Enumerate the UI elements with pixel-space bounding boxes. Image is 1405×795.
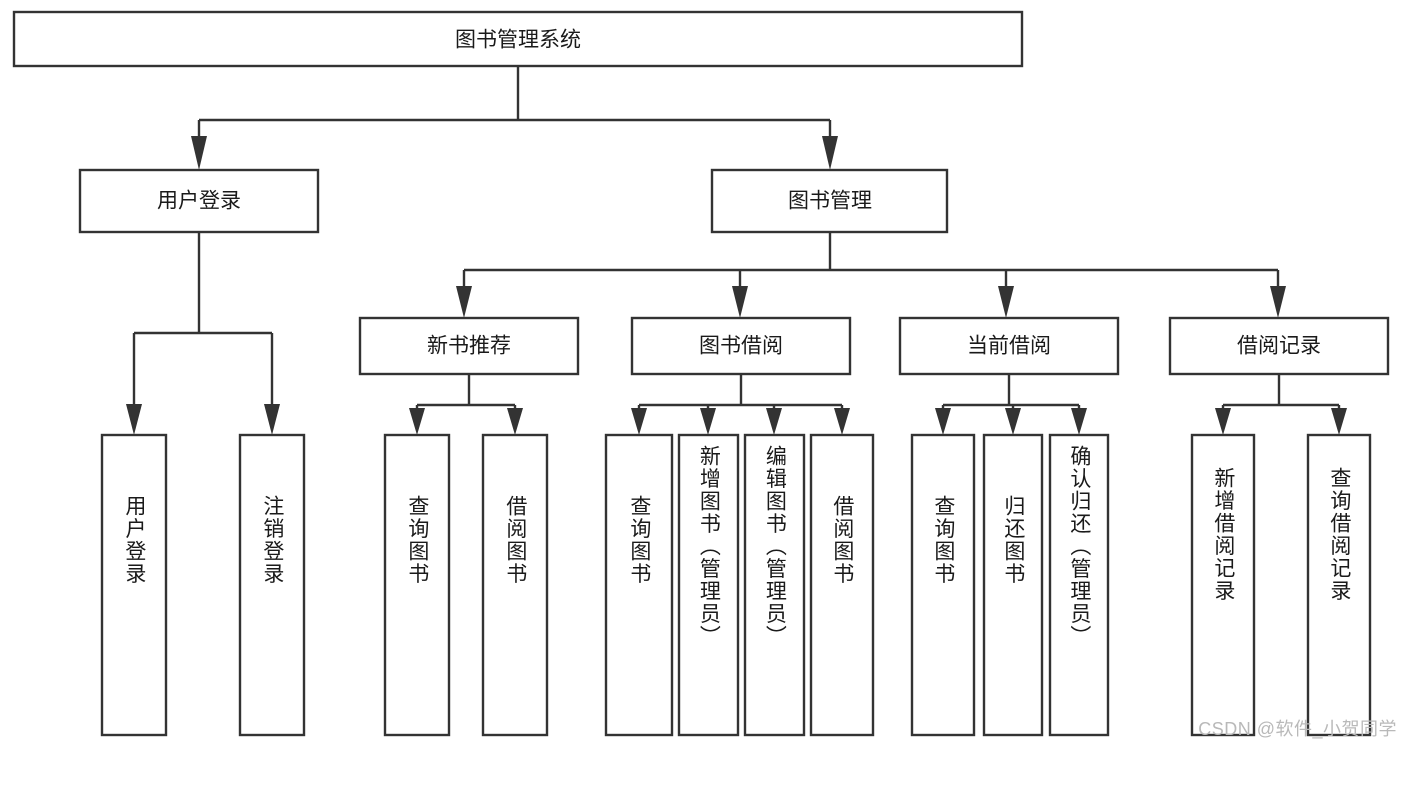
arrow-head-book-borrow [732, 286, 748, 318]
node-new-book-recommend-label: 新书推荐 [427, 335, 511, 358]
node-leaf-query-borrow-record-box[interactable] [1306, 433, 1372, 737]
arrow-head-leaf-user-login [126, 404, 142, 435]
node-book-borrow-label: 图书借阅 [699, 335, 783, 358]
node-new-book-recommend-box[interactable] [358, 316, 580, 376]
arrow-head-leaf-borrow-book-recommend [507, 408, 523, 435]
node-root-label: 图书管理系统 [455, 29, 581, 52]
arrow-head-leaf-edit-book-admin [766, 408, 782, 435]
node-book-borrow-box[interactable] [630, 316, 852, 376]
connector-group-user-login [126, 232, 280, 435]
arrow-head-new-book-recommend [456, 286, 472, 318]
node-user-login-label: 用户登录 [157, 190, 241, 213]
arrow-head-leaf-add-book-admin [700, 408, 716, 435]
node-current-borrow-box[interactable] [898, 316, 1120, 376]
arrow-head-borrow-record [1270, 286, 1286, 318]
connector-group-book-borrow [631, 374, 850, 435]
node-leaf-add-borrow-record-box[interactable] [1190, 433, 1256, 737]
node-user-login[interactable]: 用户登录 [78, 168, 320, 234]
arrow-head-leaf-query-book-borrow [631, 408, 647, 435]
connector-group-current-borrow [935, 374, 1087, 435]
arrow-head-book-manage [822, 136, 838, 170]
watermark-text: CSDN @软件_小贺同学 [1198, 719, 1397, 739]
connector-group-book-manage [456, 232, 1286, 318]
arrow-head-leaf-add-borrow-record [1215, 408, 1231, 435]
node-leaf-logout-box[interactable] [238, 433, 306, 737]
node-leaf-query-book-recommend-box[interactable] [383, 433, 451, 737]
node-leaf-borrow-book-recommend-box[interactable] [481, 433, 549, 737]
connector-group-borrow-record [1215, 374, 1347, 435]
node-leaf-user-login-box[interactable] [100, 433, 168, 737]
tree-diagram-svg: 图书管理系统 用户登录 图书管理 新书推荐 图书借阅 当前借阅 借阅记录 [12, 10, 1390, 737]
node-leaf-borrow-book-box[interactable] [809, 433, 875, 737]
arrow-head-leaf-query-book-recommend [409, 408, 425, 435]
diagram-canvas: 图书管理系统 用户登录 图书管理 新书推荐 图书借阅 当前借阅 借阅记录 [12, 10, 1397, 739]
connector-group-root [191, 66, 838, 170]
arrow-head-leaf-query-book-current [935, 408, 951, 435]
arrow-head-leaf-query-borrow-record [1331, 408, 1347, 435]
node-borrow-record-label: 借阅记录 [1237, 335, 1321, 358]
node-new-book-recommend[interactable]: 新书推荐 [358, 316, 580, 376]
arrow-head-user-login [191, 136, 207, 170]
node-leaf-return-book-box[interactable] [982, 433, 1044, 737]
node-leaf-edit-book-admin-box[interactable] [743, 433, 806, 737]
node-leaf-add-book-admin-box[interactable] [677, 433, 740, 737]
node-borrow-record-box[interactable] [1168, 316, 1390, 376]
node-book-manage-box[interactable] [710, 168, 949, 234]
node-current-borrow-label: 当前借阅 [967, 335, 1051, 358]
node-leaf-query-book-current-box[interactable] [910, 433, 976, 737]
connector-group-new-book-recommend [409, 374, 523, 435]
arrow-head-leaf-return-book [1005, 408, 1021, 435]
node-current-borrow[interactable]: 当前借阅 [898, 316, 1120, 376]
node-root[interactable]: 图书管理系统 [12, 10, 1024, 68]
node-book-manage-label: 图书管理 [788, 190, 872, 213]
node-book-borrow[interactable]: 图书借阅 [630, 316, 852, 376]
node-user-login-box[interactable] [78, 168, 320, 234]
node-leaf-confirm-return-admin-box[interactable] [1048, 433, 1110, 737]
arrow-head-leaf-borrow-book [834, 408, 850, 435]
arrow-head-leaf-confirm-return-admin [1071, 408, 1087, 435]
arrow-head-leaf-logout [264, 404, 280, 435]
node-book-manage[interactable]: 图书管理 [710, 168, 949, 234]
node-root-box[interactable] [12, 10, 1024, 68]
leaf-boxes [100, 433, 1372, 737]
node-leaf-query-book-borrow-box[interactable] [604, 433, 674, 737]
node-borrow-record[interactable]: 借阅记录 [1168, 316, 1390, 376]
arrow-head-current-borrow [998, 286, 1014, 318]
